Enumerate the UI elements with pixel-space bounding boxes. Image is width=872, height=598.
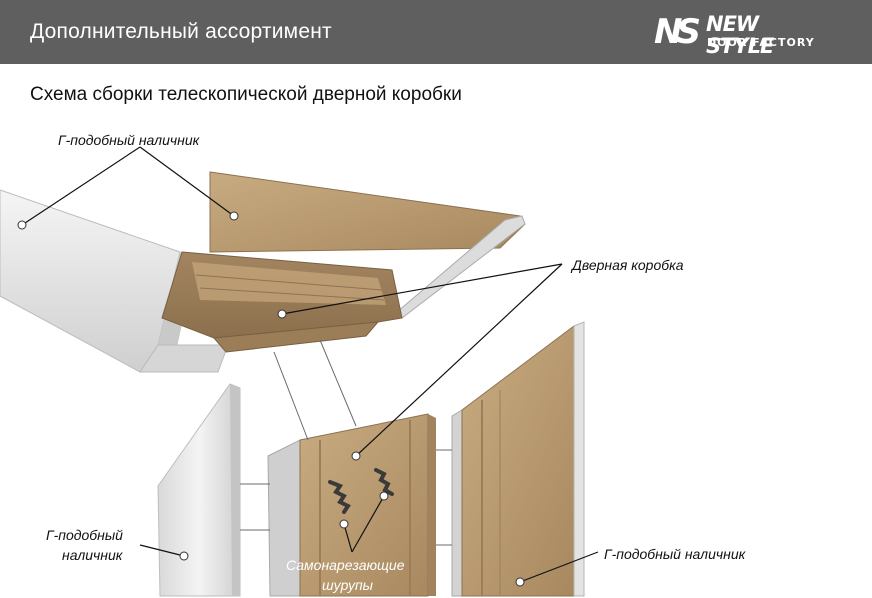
label-left-casing-line1: Г-подобный xyxy=(46,527,123,543)
label-door-frame: Дверная коробка xyxy=(572,257,684,273)
header-bar: Дополнительный ассортимент NS NEW STYLE … xyxy=(0,0,872,64)
new-style-logo: NS NEW STYLE DOOR FACTORY xyxy=(654,12,824,58)
label-top-casing: Г-подобный наличник xyxy=(58,132,200,148)
logo-brand-subtitle: DOOR FACTORY xyxy=(707,36,815,49)
label-screws-line2: шурупы xyxy=(322,577,373,593)
center-frame-piece xyxy=(267,413,436,597)
label-left-casing-line2: наличник xyxy=(62,547,123,563)
assembly-guide-lines xyxy=(240,339,452,546)
page-title: Дополнительный ассортимент xyxy=(30,20,332,43)
right-frame-piece xyxy=(451,321,585,597)
callout-dots xyxy=(17,211,525,587)
label-screws-line1: Самонарезающие xyxy=(286,557,405,573)
diagram-title: Схема сборки телескопической дверной кор… xyxy=(30,84,462,105)
self-tapping-screws xyxy=(328,468,394,514)
label-right-casing: Г-подобный наличник xyxy=(604,546,746,562)
logo-brand-name: NEW STYLE xyxy=(706,12,774,58)
ns-logo-mark: NS xyxy=(654,12,701,52)
left-casing-piece xyxy=(157,383,241,597)
callout-lines xyxy=(21,146,599,583)
top-frame-piece xyxy=(161,171,526,353)
